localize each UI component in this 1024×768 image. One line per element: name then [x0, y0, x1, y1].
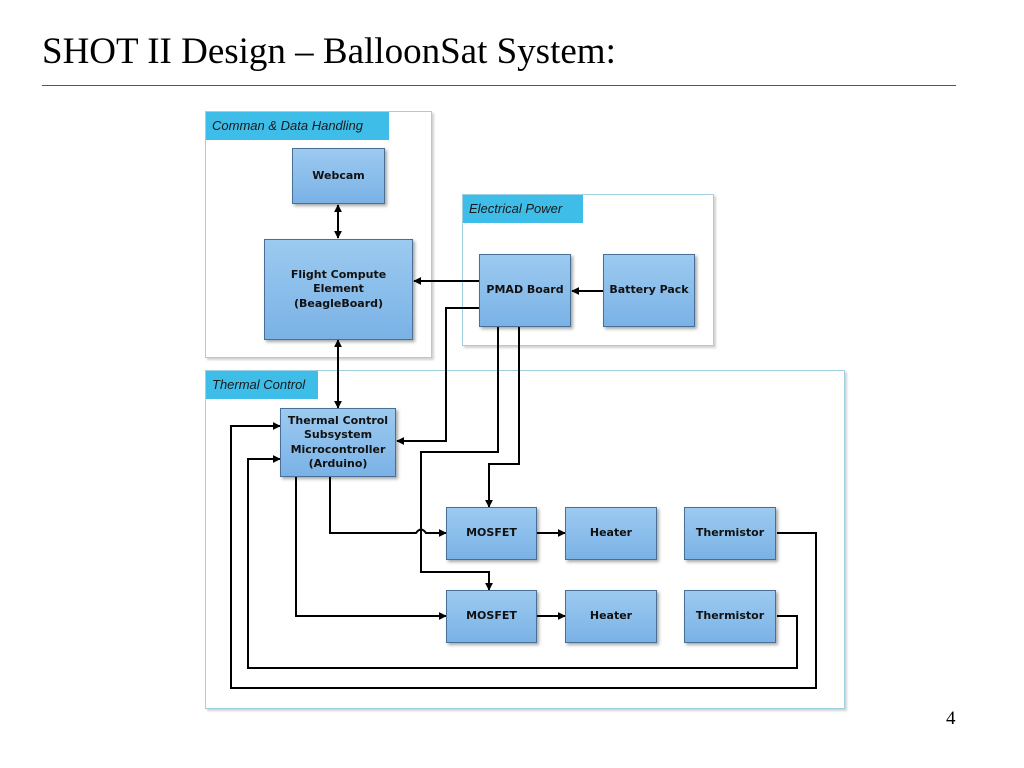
- node-flight-compute-element: Flight Compute Element (BeagleBoard): [264, 239, 413, 340]
- group-label-command-data-handling: Comman & Data Handling: [206, 112, 389, 140]
- wire-tcs-mosfet2: [295, 477, 447, 620]
- group-label-electrical-power: Electrical Power: [463, 195, 583, 223]
- node-webcam: Webcam: [292, 148, 385, 204]
- node-thermal-control-microcontroller: Thermal Control Subsystem Microcontrolle…: [280, 408, 396, 477]
- node-thermistor-1: Thermistor: [684, 507, 776, 560]
- node-battery-pack: Battery Pack: [603, 254, 695, 327]
- node-heater-1: Heater: [565, 507, 657, 560]
- node-mosfet-2: MOSFET: [446, 590, 537, 643]
- node-mosfet-1: MOSFET: [446, 507, 537, 560]
- node-pmad-board: PMAD Board: [479, 254, 571, 327]
- wire-pmad-mosfet1: [485, 327, 520, 508]
- wire-tcs-mosfet1: [329, 477, 447, 537]
- wire-thermistor1-tcs: [230, 422, 817, 689]
- node-thermistor-2: Thermistor: [684, 590, 776, 643]
- wire-pmad-tcs: [396, 307, 479, 445]
- wire-thermistor2-tcs: [247, 455, 798, 669]
- page-number: 4: [946, 708, 956, 729]
- slide-title: SHOT II Design – BalloonSat System:: [42, 31, 616, 72]
- wire-pmad-mosfet2: [420, 327, 499, 591]
- node-heater-2: Heater: [565, 590, 657, 643]
- group-label-thermal-control: Thermal Control: [206, 371, 318, 399]
- title-divider: [42, 85, 956, 86]
